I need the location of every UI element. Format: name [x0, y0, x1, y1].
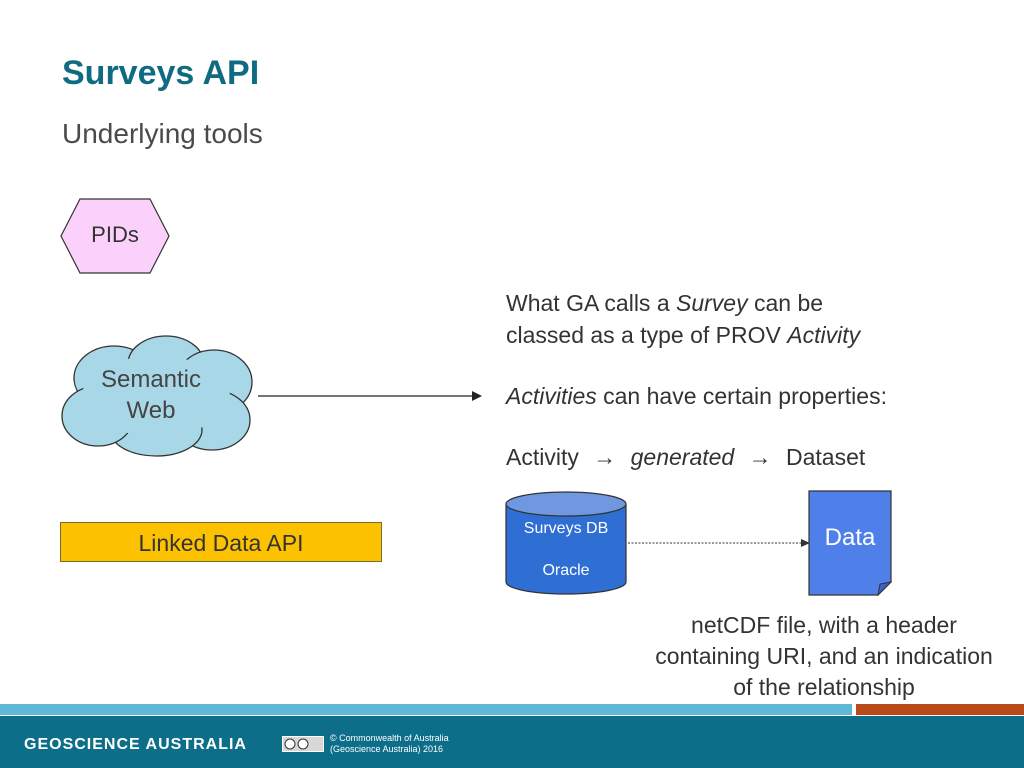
- info-line-2: classed as a type of PROV Activity: [506, 322, 860, 349]
- right-arrow-icon: →: [593, 444, 617, 470]
- info-line1-suffix: can be: [747, 290, 824, 316]
- semantic-web-cloud: [61, 335, 253, 457]
- linked-data-api-box: Linked Data API: [60, 522, 382, 562]
- right-arrow-icon: →: [748, 444, 772, 470]
- info-activity: Activity: [506, 444, 579, 470]
- netcdf-caption: netCDF file, with a header containing UR…: [624, 610, 1024, 703]
- info-line-1: What GA calls a Survey can be: [506, 290, 823, 317]
- info-generated: generated: [630, 444, 735, 470]
- data-label: Data: [824, 524, 876, 551]
- slide-subtitle: Underlying tools: [62, 118, 263, 149]
- semantic-web-line1: Semantic: [100, 366, 202, 393]
- database-cylinder-icon: [505, 491, 627, 595]
- info-line3-em: Activities: [506, 383, 597, 409]
- info-line-4: Activity → generated → Dataset: [506, 444, 865, 471]
- footer-brand: GEOSCIENCE AUSTRALIA: [24, 736, 247, 753]
- info-line1-em: Survey: [676, 290, 748, 316]
- caption-line1: netCDF file, with a header: [691, 612, 957, 638]
- footer-bar: [0, 716, 1024, 768]
- cloud-arrow-head: [472, 391, 482, 401]
- db-title: Surveys DB: [523, 520, 609, 537]
- slide-title: Surveys API: [62, 54, 260, 92]
- pids-hexagon: [60, 198, 170, 274]
- data-document-icon: [808, 490, 892, 596]
- copyright-line1: © Commonwealth of Australia: [330, 733, 449, 743]
- semantic-web-line2: Web: [126, 397, 176, 424]
- info-line1-prefix: What GA calls a: [506, 290, 677, 316]
- info-line2-prefix: classed as a type of PROV: [506, 322, 788, 348]
- cc-by-icon: [282, 736, 324, 752]
- copyright-line2: (Geoscience Australia) 2016: [330, 744, 444, 754]
- info-line-3: Activities can have certain properties:: [506, 383, 887, 410]
- footer-stripe-blue: [0, 704, 852, 715]
- semantic-web-label: Semantic Web: [80, 364, 222, 426]
- db-subtitle: Oracle: [542, 562, 590, 579]
- caption-line3: of the relationship: [733, 674, 915, 700]
- caption-line2: containing URI, and an indication: [655, 643, 993, 669]
- footer-copyright: © Commonwealth of Australia (Geoscience …: [330, 733, 449, 755]
- info-line2-em: Activity: [787, 322, 861, 348]
- pids-label: PIDs: [91, 222, 139, 247]
- footer-stripe-orange: [856, 704, 1024, 715]
- info-line3-suffix: can have certain properties:: [596, 383, 887, 409]
- info-dataset: Dataset: [786, 444, 866, 470]
